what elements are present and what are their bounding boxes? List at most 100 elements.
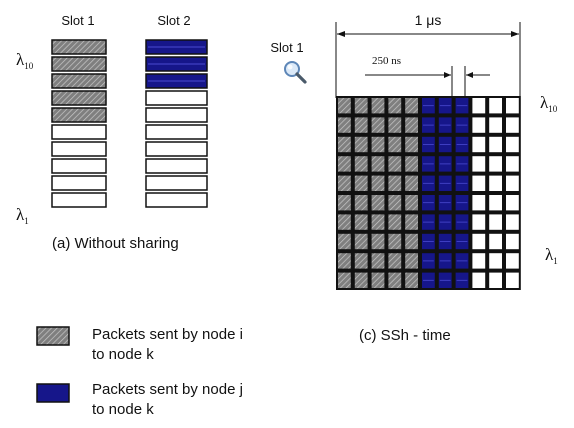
legend-swatch-hatched (36, 326, 70, 346)
grid-cell-white (506, 98, 519, 114)
channel-cell-hatched (51, 56, 107, 72)
grid-cell-hatched (405, 156, 418, 172)
grid-cell-white (506, 175, 519, 191)
grid-cell-hatched (388, 195, 402, 211)
grid-cell-white (489, 233, 502, 250)
grid-cell-hatched (354, 272, 368, 288)
grid-cell-hatched (371, 233, 385, 250)
grid-cell-hatched (388, 136, 402, 153)
grid-cell-hatched (354, 233, 368, 250)
grid-cell-hatched (405, 272, 418, 288)
channel-cell-white (145, 192, 208, 208)
grid-cell-white (506, 214, 519, 230)
legend-swatch-blue (36, 383, 70, 403)
interval-label: 250 ns (372, 55, 401, 67)
grid-cell-white (472, 253, 486, 269)
grid-cell-white (489, 253, 502, 269)
slot1-column (51, 39, 107, 208)
channel-cell-hatched (51, 39, 107, 55)
grid-cell-white (472, 98, 486, 114)
grid-cell-white (472, 117, 486, 133)
grid-cell-hatched (338, 272, 351, 288)
grid-cell-hatched (338, 214, 351, 230)
duration-label: 1 μs (415, 12, 442, 28)
panel-c: 1 μs 250 ns Slot 1 λ10 λ1 (c) SSh - time (270, 12, 557, 344)
channel-cell-hatched (51, 90, 107, 106)
legend-item-line1: Packets sent by node j (92, 381, 243, 398)
channel-cell-white (145, 158, 208, 174)
channel-cell-white (145, 107, 208, 123)
grid-cell-hatched (354, 117, 368, 133)
channel-cell-white (51, 158, 107, 174)
grid-cell-hatched (354, 98, 368, 114)
grid-cell-white (506, 253, 519, 269)
grid-cell-hatched (388, 272, 402, 288)
grid-cell-hatched (388, 117, 402, 133)
grid-cell-hatched (371, 214, 385, 230)
grid-cell-hatched (388, 233, 402, 250)
duration-arrowhead-left (337, 31, 345, 37)
channel-cell-white (145, 90, 208, 106)
magnifier-icon (284, 61, 307, 84)
interval-arrowhead-right (466, 72, 473, 78)
legend: Packets sent by node i to node k Packets… (36, 326, 243, 418)
grid-cell-hatched (405, 214, 418, 230)
grid-cell-white (489, 214, 502, 230)
grid-cell-hatched (338, 117, 351, 133)
grid-cell-hatched (405, 195, 418, 211)
lambda1-label-a: λ1 (16, 205, 29, 226)
grid-cell-white (472, 136, 486, 153)
grid-cell-hatched (338, 253, 351, 269)
grid-cell-hatched (354, 136, 368, 153)
grid-cell-white (506, 156, 519, 172)
grid-cell-hatched (338, 195, 351, 211)
grid-cell-hatched (371, 253, 385, 269)
grid-cell-hatched (338, 98, 351, 114)
grid-cell-white (506, 117, 519, 133)
grid-cell-hatched (405, 253, 418, 269)
legend-item-line2: to node k (92, 401, 154, 418)
grid-cell-white (489, 175, 502, 191)
grid-cell-hatched (354, 214, 368, 230)
duration-arrowhead-right (511, 31, 519, 37)
grid-cell-white (472, 272, 486, 288)
grid-cell-hatched (354, 253, 368, 269)
grid-cell-hatched (371, 175, 385, 191)
grid-cell-hatched (338, 233, 351, 250)
grid-cell-hatched (371, 117, 385, 133)
grid-cell-hatched (405, 117, 418, 133)
grid-cell-hatched (388, 98, 402, 114)
slot-label-c: Slot 1 (270, 40, 303, 55)
grid-cell-white (506, 233, 519, 250)
caption-c: (c) SSh - time (359, 327, 451, 344)
lambda1-label-c: λ1 (545, 245, 558, 266)
channel-cell-white (145, 124, 208, 140)
grid-cell-white (506, 272, 519, 288)
slot2-label: Slot 2 (157, 13, 190, 28)
grid-cell-white (472, 214, 486, 230)
channel-cell-white (51, 141, 107, 157)
channel-cell-white (145, 141, 208, 157)
grid-cell-white (506, 136, 519, 153)
grid-cell-white (489, 117, 502, 133)
grid-cell-white (472, 175, 486, 191)
slot1-label: Slot 1 (61, 13, 94, 28)
grid-cell-hatched (371, 156, 385, 172)
grid-cell-white (472, 156, 486, 172)
grid-cell-hatched (371, 195, 385, 211)
legend-item-node-i: Packets sent by node i to node k (36, 326, 243, 363)
grid-cell-hatched (388, 156, 402, 172)
grid-cell-hatched (371, 136, 385, 153)
channel-cell-white (51, 175, 107, 191)
grid-cell-white (506, 195, 519, 211)
legend-item-node-j: Packets sent by node j to node k (36, 381, 243, 418)
grid-cell-hatched (354, 195, 368, 211)
grid-cell-hatched (405, 136, 418, 153)
channel-cell-white (51, 124, 107, 140)
grid-cell-hatched (354, 175, 368, 191)
grid-cell-white (489, 195, 502, 211)
grid-cell-hatched (405, 98, 418, 114)
grid-cell-white (472, 195, 486, 211)
legend-item-line1: Packets sent by node i (92, 326, 243, 343)
